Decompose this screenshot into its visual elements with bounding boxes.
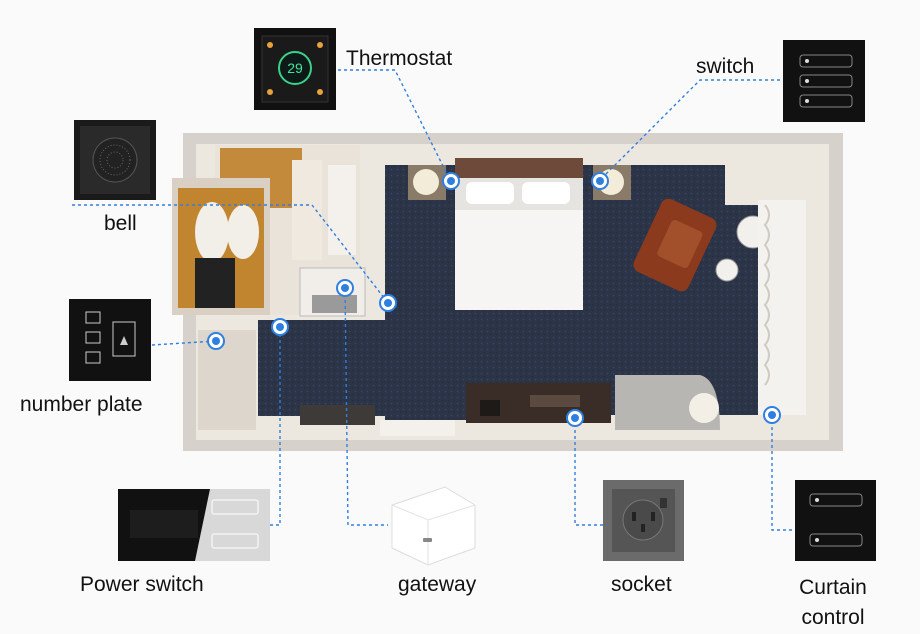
gateway-icon [391, 486, 476, 566]
socket-icon [603, 480, 684, 561]
hotspot-markers [207, 172, 781, 427]
connector-bell [72, 204, 389, 304]
label-gateway: gateway [398, 573, 477, 596]
power-switch-icon [118, 489, 270, 561]
connector-thermostat [320, 69, 451, 181]
connector-switch [599, 79, 780, 181]
curtain-control-icon [795, 480, 876, 561]
label-switch: switch [696, 55, 755, 78]
number-plate-icon [69, 299, 151, 381]
label-curtain-control: Curtain control [799, 576, 867, 630]
label-number-plate: number plate [20, 393, 143, 416]
hotspot-thermostat [442, 172, 460, 190]
switch-panel-icon [783, 40, 865, 122]
label-thermostat: Thermostat [346, 47, 453, 70]
label-power-switch: Power switch [80, 573, 204, 596]
connector-power-switch [267, 328, 281, 526]
hotspot-socket [566, 409, 584, 427]
hotspot-curtain [763, 406, 781, 424]
connector-gateway [344, 287, 388, 526]
room-floor-plan [172, 133, 843, 451]
connector-number-plate [151, 340, 217, 346]
thermostat-icon: 29 [254, 28, 336, 110]
label-bell: bell [104, 212, 137, 235]
svg-text:29: 29 [287, 60, 303, 76]
label-socket: socket [611, 573, 672, 596]
hotspot-power-switch [271, 318, 289, 336]
hotspot-switch [591, 172, 609, 190]
hotspot-gateway [336, 279, 354, 297]
hotspot-bell [379, 294, 397, 312]
connector-curtain [771, 415, 795, 531]
hotspot-number-plate [207, 332, 225, 350]
connector-lines [72, 69, 795, 531]
bell-icon [74, 120, 156, 200]
